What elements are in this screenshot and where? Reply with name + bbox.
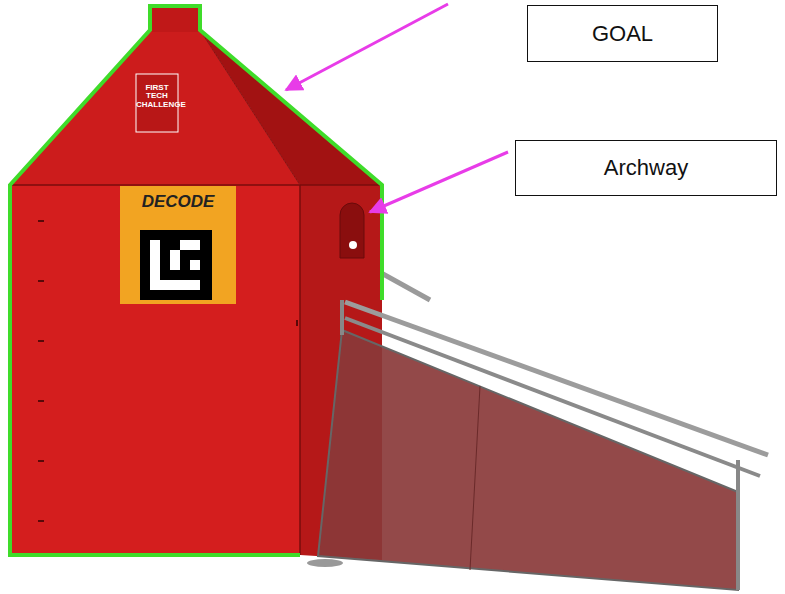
goal-chimney (150, 6, 200, 32)
sign-text: FIRST TECH CHALLENGE (136, 84, 178, 109)
callout-box: GOAL (527, 5, 718, 62)
leader-arrow (286, 4, 448, 90)
ramp-rail (345, 302, 768, 455)
ramp-post (736, 460, 740, 590)
leader-arrow (370, 152, 508, 212)
callout-box: Archway (515, 140, 777, 196)
april-tag-pattern (150, 240, 200, 290)
ramp-foot (307, 559, 343, 567)
seam (10, 184, 382, 186)
sensor-dot (349, 241, 357, 249)
first-sign (136, 74, 178, 132)
rivets (38, 220, 298, 522)
april-tag (140, 230, 212, 300)
callout-label: Archway (604, 155, 688, 181)
ramp-rail (345, 318, 760, 476)
archway-opening (340, 203, 364, 258)
panel-title: DECODE (120, 192, 236, 212)
callout-label: GOAL (592, 21, 653, 47)
seam (299, 185, 301, 555)
ramp-post (340, 300, 344, 335)
ramp-seam (470, 386, 480, 570)
seam (200, 30, 300, 185)
decode-panel (120, 186, 236, 304)
goal-front-face (10, 185, 300, 555)
